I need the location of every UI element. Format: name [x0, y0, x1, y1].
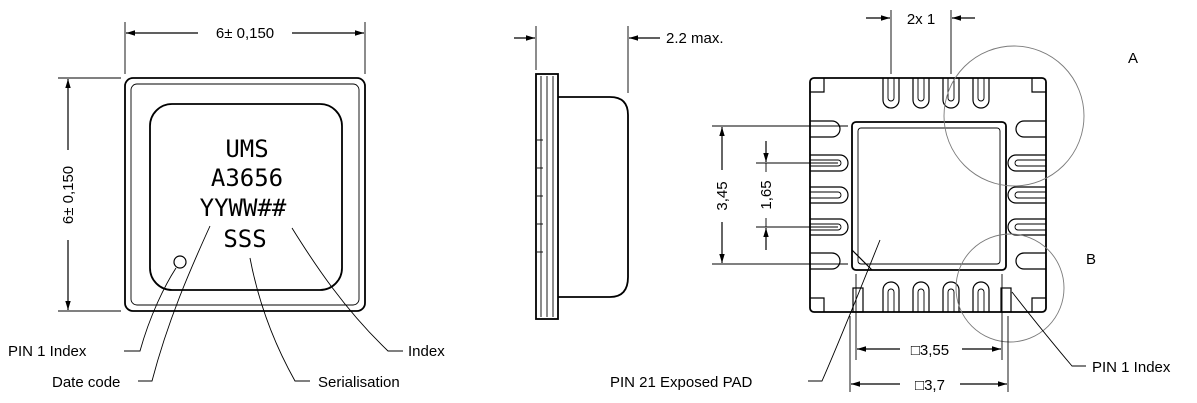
side-view: 2.2 max. [514, 26, 724, 320]
bottom-body-outline [809, 77, 1047, 313]
detail-label-b: B [1086, 251, 1096, 268]
top-pads [882, 78, 990, 109]
callout-exposed-pad: PIN 21 Exposed PAD [610, 374, 752, 391]
bottom-view: A B 2x 1 3,45 1,65 □3,55 □3,7 [610, 10, 1171, 394]
dim-width-label: 6± 0,150 [216, 25, 274, 42]
pin1-index-dot [173, 255, 187, 269]
dim-side-label: 2.2 max. [666, 30, 724, 47]
bottom-pads [852, 281, 1012, 313]
marking-line-1: UMS [225, 135, 268, 163]
right-pads [1007, 120, 1046, 270]
side-lid [558, 96, 629, 298]
detail-label-a: A [1128, 50, 1138, 67]
marking-line-3: YYWW## [200, 194, 287, 222]
detail-circle-b [955, 233, 1065, 343]
dim-3-55-label: □3,55 [911, 342, 949, 359]
callout-serialisation: Serialisation [318, 374, 400, 391]
left-pads [810, 120, 849, 270]
dim-pitch-label: 2x 1 [907, 11, 935, 28]
detail-circle-a [943, 45, 1085, 187]
side-body [535, 73, 559, 320]
exposed-pad-outer [851, 121, 1007, 271]
callout-date-code: Date code [52, 374, 120, 391]
dim-3-45-label: 3,45 [714, 181, 731, 210]
top-body-outline [124, 77, 366, 312]
dim-height-label: 6± 0,150 [60, 166, 77, 224]
dim-3-7-label: □3,7 [915, 377, 945, 394]
exposed-pad-inner [857, 127, 1001, 265]
top-lid-outline [149, 103, 343, 291]
callout-index: Index [408, 343, 445, 360]
top-view: UMS A3656 YYWW## SSS 6± 0,150 6± 0,150 P… [8, 22, 445, 391]
dim-1-65-label: 1,65 [758, 180, 775, 209]
callout-pin1-index: PIN 1 Index [8, 343, 87, 360]
callout-bottom-pin1-index: PIN 1 Index [1092, 359, 1171, 376]
marking-line-2: A3656 [211, 164, 283, 192]
marking-line-4: SSS [223, 225, 266, 253]
top-body-inner [130, 83, 360, 306]
